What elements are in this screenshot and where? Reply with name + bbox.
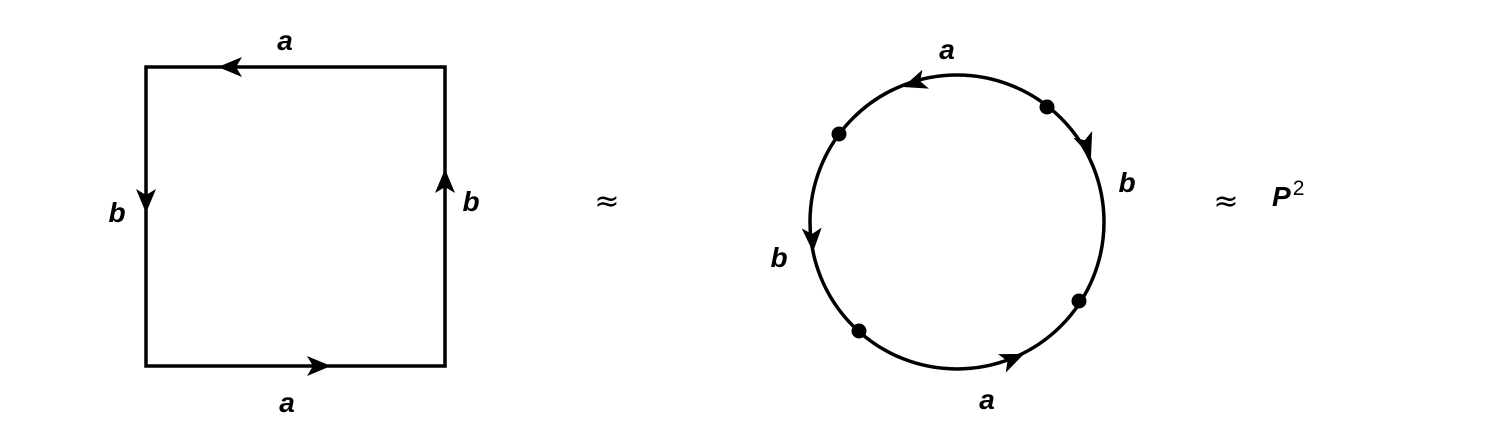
square-figure: a a b b — [108, 25, 479, 418]
circle-vertex-top-right — [1039, 99, 1055, 115]
approx-symbol-1: ≈ — [594, 184, 619, 219]
square-bottom-label: a — [279, 387, 295, 418]
circle-right-label: b — [1118, 167, 1135, 198]
square-right-arrow-icon — [435, 169, 455, 193]
circle-left-label: b — [770, 242, 787, 273]
circle-vertex-bottom-left — [851, 323, 867, 339]
circle-figure: a a b b — [770, 34, 1135, 415]
square-right-label: b — [462, 186, 479, 217]
circle-right-arrow-icon — [1073, 131, 1093, 157]
circle-vertex-top-left — [831, 126, 847, 142]
circle-bottom-label: a — [979, 384, 995, 415]
projective-plane-base: P — [1272, 181, 1291, 212]
approx-symbol-2: ≈ — [1213, 184, 1238, 219]
square-left-arrow-icon — [136, 189, 156, 213]
square-bottom-arrow-icon — [307, 356, 331, 376]
square-outline — [144, 65, 447, 368]
circle-outline — [808, 73, 1106, 371]
circle-top-arrow-icon — [903, 69, 929, 89]
circle-vertex-bottom-right — [1071, 293, 1087, 309]
circle-top-label: a — [939, 34, 955, 65]
square-top-label: a — [277, 25, 293, 56]
circle-bottom-arrow-icon — [998, 354, 1024, 373]
projective-plane-label: P2 — [1272, 177, 1304, 212]
square-top-arrow-icon — [218, 57, 242, 77]
square-left-label: b — [108, 197, 125, 228]
circle-left-arrow-icon — [801, 227, 822, 252]
projective-plane-superscript: 2 — [1293, 177, 1305, 200]
